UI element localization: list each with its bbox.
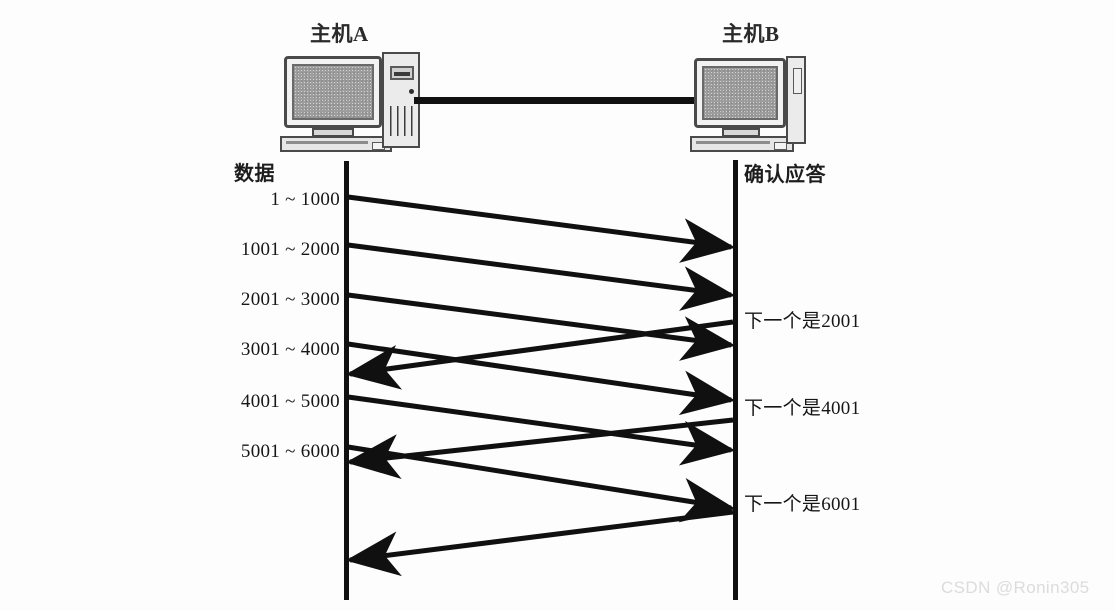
host-b-computer (690, 54, 808, 152)
ack-label-2: 下一个是4001 (744, 398, 861, 419)
host-a-screen (292, 64, 374, 120)
host-b-tower (786, 56, 806, 144)
data-column-header: 数据 (234, 163, 275, 185)
host-a-timeline (344, 161, 349, 600)
ack-label-1: 下一个是2001 (744, 311, 861, 332)
host-a-power-led (409, 89, 414, 94)
host-a-label: 主机A (310, 22, 369, 46)
host-b-timeline (733, 160, 738, 600)
ack-arrow-1 (345, 319, 734, 390)
data-segment-label-3: 2001 ~ 3000 (240, 289, 340, 310)
host-a-monitor (284, 56, 382, 128)
host-b-drive-slot (793, 68, 802, 94)
data-segment-label-4: 3001 ~ 4000 (240, 339, 340, 360)
data-arrow-4 (347, 341, 736, 416)
ack-arrow-2 (345, 417, 734, 479)
ack-arrow-group (345, 319, 734, 577)
ack-arrow-3 (345, 509, 734, 577)
host-b-keyboard-pad (774, 142, 787, 150)
data-segment-label-2: 1001 ~ 2000 (240, 239, 340, 260)
data-arrow-3 (347, 292, 736, 361)
host-a-vents (390, 106, 416, 136)
data-arrow-group (347, 194, 736, 523)
network-cable (414, 97, 706, 104)
ack-column-header: 确认应答 (744, 164, 826, 186)
data-arrow-2 (347, 242, 736, 311)
host-b-screen (702, 66, 778, 120)
host-a-keyboard (280, 136, 392, 152)
data-segment-label-5: 4001 ~ 5000 (240, 391, 340, 412)
data-arrow-5 (347, 394, 736, 466)
csdn-watermark: CSDN @Ronin305 (941, 578, 1090, 597)
ack-label-3: 下一个是6001 (744, 494, 861, 515)
host-a-computer (278, 52, 423, 152)
host-b-keyboard (690, 136, 794, 152)
host-a-tower (382, 52, 420, 148)
host-b-label: 主机B (722, 22, 780, 46)
host-a-drive-slot (390, 66, 414, 80)
host-b-monitor (694, 58, 786, 128)
data-segment-label-6: 5001 ~ 6000 (240, 441, 340, 462)
data-arrow-6 (347, 444, 736, 523)
data-arrow-1 (347, 194, 736, 263)
data-segment-label-1: 1 ~ 1000 (270, 189, 340, 210)
